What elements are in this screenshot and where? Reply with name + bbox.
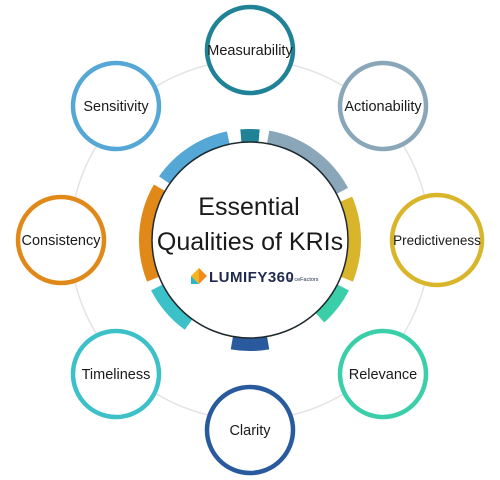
quality-label: Sensitivity — [83, 99, 149, 115]
lumify360-logo: LUMIFY360 by ceFactors — [191, 268, 319, 286]
arc-segment-timeliness — [151, 282, 195, 330]
quality-label: Timeliness — [82, 367, 151, 383]
center-title-line2: Qualities of KRIs — [157, 228, 343, 256]
quality-node-clarity: Clarity — [204, 384, 296, 476]
logo-brand-text: LUMIFY360 — [209, 269, 294, 286]
quality-label: Relevance — [349, 367, 418, 383]
quality-label: Clarity — [229, 423, 271, 439]
center-title-line1: Essential — [198, 193, 299, 221]
quality-node-actionability: Actionability — [337, 60, 429, 152]
arc-segment-predictiveness — [337, 196, 361, 282]
quality-node-sensitivity: Sensitivity — [70, 60, 162, 152]
quality-circle — [389, 192, 485, 288]
quality-node-measurability: Measurability — [204, 4, 296, 96]
arc-segment-relevance — [313, 282, 349, 323]
quality-circle — [15, 194, 107, 286]
quality-label: Actionability — [344, 99, 422, 115]
arc-segment-clarity — [230, 333, 270, 351]
arc-segment-actionability — [266, 130, 349, 196]
logo-sub-text: by ceFactors — [287, 277, 319, 283]
quality-node-predictiveness: Predictiveness — [389, 192, 485, 288]
center-circle — [151, 141, 349, 339]
arc-segment-consistency — [139, 184, 168, 282]
quality-circle — [204, 384, 296, 476]
quality-circle — [70, 328, 162, 420]
quality-node-consistency: Consistency — [15, 194, 107, 286]
quality-circle — [70, 60, 162, 152]
arc-segment-sensitivity — [159, 131, 231, 186]
quality-node-timeliness: Timeliness — [70, 328, 162, 420]
quality-label: Measurability — [207, 43, 293, 59]
quality-circle — [337, 60, 429, 152]
colored-arc-ring — [139, 128, 361, 351]
quality-circle — [204, 4, 296, 96]
quality-node-relevance: Relevance — [337, 328, 429, 420]
quality-label: Predictiveness — [393, 233, 481, 248]
quality-circle — [337, 328, 429, 420]
logo-mark-icon — [191, 268, 207, 284]
quality-label: Consistency — [22, 233, 102, 249]
